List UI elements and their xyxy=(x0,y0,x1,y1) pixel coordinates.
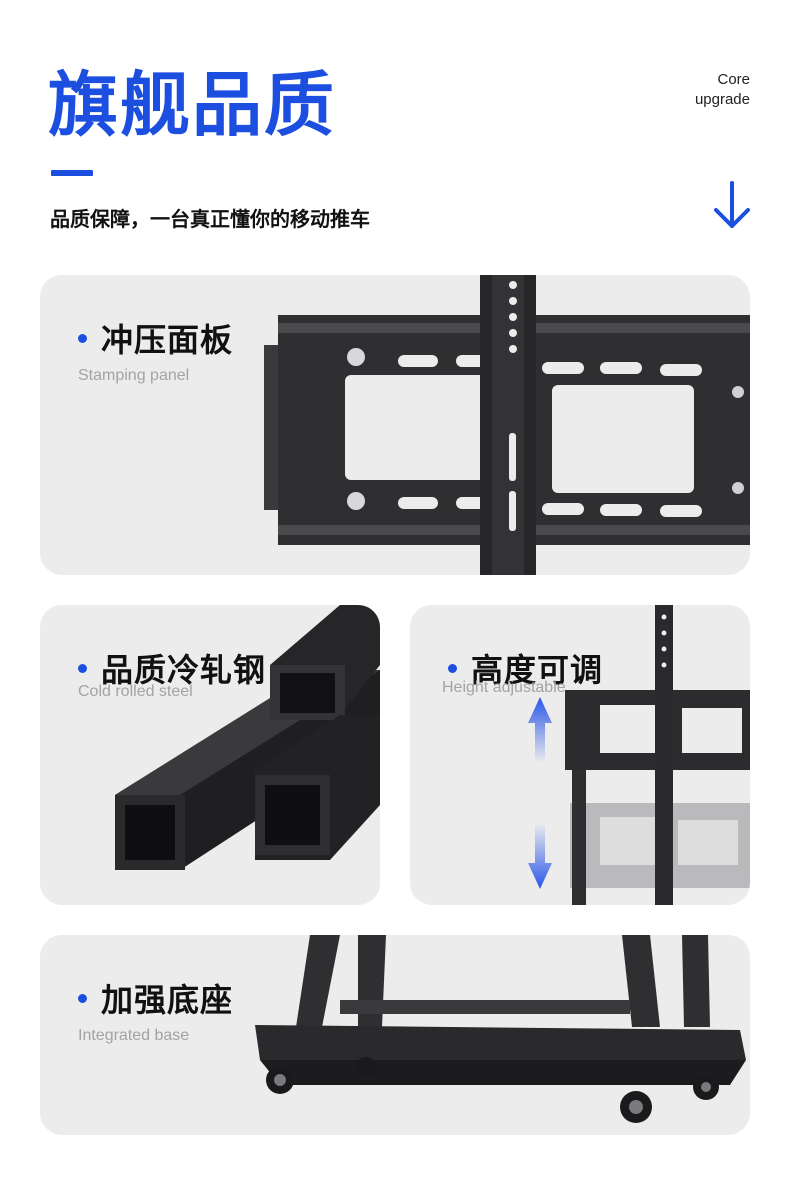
core-upgrade-line1: Core xyxy=(717,71,750,88)
arrow-down-icon xyxy=(712,180,752,232)
card-title: 高度可调 xyxy=(471,651,604,689)
page-subtitle: 品质保障，一台真正懂你的移动推车 xyxy=(50,207,370,231)
core-upgrade-label: Core upgrade xyxy=(695,70,750,110)
core-upgrade-line2: upgrade xyxy=(694,91,750,108)
steel-tubes-image xyxy=(115,605,380,870)
card-header: 加强底座 xyxy=(78,975,233,1021)
card-stamping-panel: 冲压面板 Stamping panel xyxy=(40,275,750,575)
base-image xyxy=(255,935,746,1123)
arrow-up-icon xyxy=(528,697,552,763)
card-cold-rolled-steel: 品质冷轧钢 Cold rolled steel xyxy=(40,605,380,905)
card-title: 品质冷轧钢 xyxy=(101,651,267,689)
card-title: 加强底座 xyxy=(101,981,234,1019)
card-height-adjustable: 高度可调 Height adjustable xyxy=(410,605,750,905)
page-title: 旗舰品质 xyxy=(48,64,336,146)
bullet-dot-icon xyxy=(78,993,87,1003)
accent-bar xyxy=(51,170,93,176)
card-subtitle: Stamping panel xyxy=(78,367,190,384)
card-subtitle: Height adjustable xyxy=(442,679,566,696)
card-integrated-base: 加强底座 Integrated base xyxy=(40,935,750,1135)
bullet-dot-icon xyxy=(78,333,87,343)
card-subtitle: Integrated base xyxy=(78,1027,190,1044)
card-title: 冲压面板 xyxy=(101,321,234,359)
bullet-dot-icon xyxy=(448,663,457,673)
card-header: 品质冷轧钢 xyxy=(78,645,266,691)
arrow-down-icon xyxy=(528,823,552,889)
height-adjust-image xyxy=(528,605,750,905)
stamping-panel-image xyxy=(264,275,750,575)
bullet-dot-icon xyxy=(78,663,87,673)
card-subtitle: Cold rolled steel xyxy=(78,683,193,700)
card-header: 高度可调 xyxy=(448,645,603,691)
card-header: 冲压面板 xyxy=(78,315,233,361)
